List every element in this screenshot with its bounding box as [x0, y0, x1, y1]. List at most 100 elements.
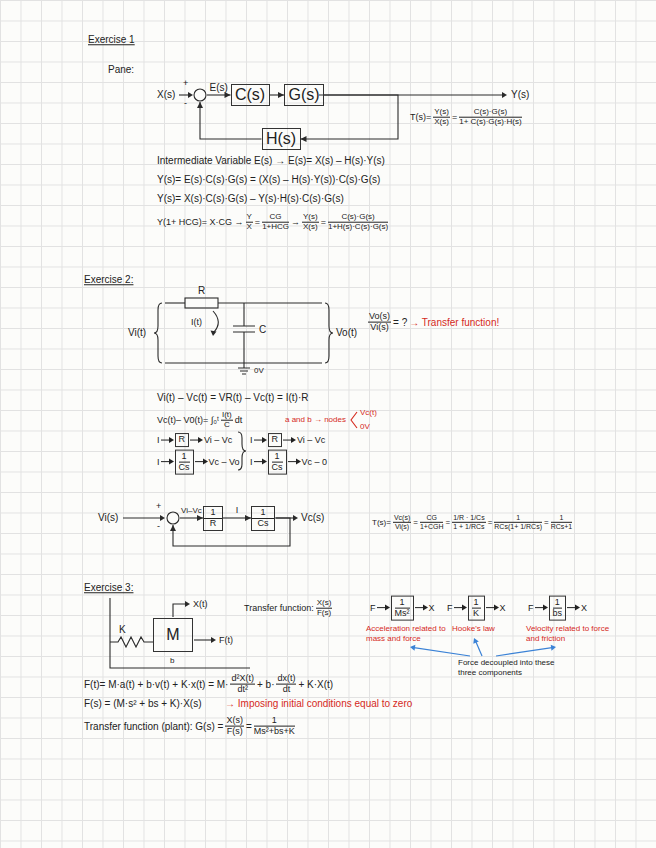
arrow-head	[211, 331, 217, 337]
note-text: 1	[551, 514, 573, 523]
note-text: + b·	[257, 678, 275, 690]
block-box: 1Cs	[268, 450, 287, 475]
arrow-symbol	[190, 436, 203, 444]
arrow-head	[494, 605, 499, 611]
text-row: Exercise 3:	[84, 582, 133, 594]
box-text: bs	[553, 609, 563, 619]
arrow-head	[169, 459, 174, 465]
fraction: Y(s)X(s)	[302, 213, 319, 232]
resistor-symbol	[185, 298, 218, 308]
ground-symbol	[238, 363, 250, 374]
text-row: I1CsVc – 0	[250, 450, 327, 475]
text-row: Pane:	[108, 64, 134, 76]
text-row: Transfer function (plant): G(s) =X(s)F(s…	[84, 716, 295, 737]
box-text: R	[204, 519, 222, 529]
note-text: Transfer function (plant): G(s) =	[84, 720, 223, 732]
edge-label: Vi–Vc	[181, 507, 202, 516]
box-text: C(s)	[235, 86, 265, 104]
note-text: Vc(t)– V0(t)= ∫₀ᵗ	[157, 415, 219, 425]
note-text: CG	[262, 213, 289, 223]
text-row: X(t)	[193, 599, 208, 609]
note-text: Intermediate Variable E(s) → E(s)= X(s) …	[157, 155, 385, 167]
current-arrow	[213, 311, 218, 332]
block-box: R	[175, 433, 190, 447]
box-text: R	[272, 435, 279, 445]
note-text: Velocity related to force and friction	[526, 624, 609, 643]
arrow-head	[301, 136, 307, 142]
block-box: 1Cs	[251, 506, 275, 531]
box-content: R	[179, 435, 186, 445]
summing-junction: +-	[166, 511, 180, 525]
junction-outline	[194, 89, 206, 101]
junction-circle	[166, 511, 180, 525]
box-content: 1Ms²	[395, 598, 410, 619]
note-text: C	[221, 421, 233, 430]
text-row: I(t)	[191, 317, 202, 327]
arrow-head	[296, 459, 301, 465]
arrow-head	[410, 645, 415, 651]
note-text: Acceleration related to mass and force	[366, 624, 446, 643]
sign-text: +	[183, 79, 188, 88]
arrow-line	[535, 608, 544, 609]
connector-line	[173, 518, 290, 546]
note-text: Vc – 0	[302, 457, 328, 467]
fraction: Y(s)X(s)	[433, 108, 450, 127]
note-text: Vi(s)	[368, 323, 391, 333]
box-text: Ms²	[395, 609, 410, 619]
pointer-line	[476, 642, 482, 656]
text-row: F1Ms²X	[370, 596, 435, 621]
arrow-symbol	[283, 436, 296, 444]
text-row: Acceleration related to mass and force	[366, 624, 446, 643]
text-row: Y(s)	[511, 89, 529, 101]
text-row: Hooke's law	[452, 624, 495, 633]
text-row: Velocity related to force and friction	[526, 624, 610, 643]
note-text: Vi(s)	[393, 523, 411, 531]
note-text: 1+ C(s)·G(s)·H(s)	[459, 118, 521, 127]
note-text: F(s)	[316, 609, 333, 618]
text-row: Vc(s)	[301, 512, 324, 524]
fraction: d²X(t)dt²	[230, 674, 255, 695]
brace	[154, 303, 162, 363]
block-box: 1bs	[549, 596, 567, 621]
text-row: Exercise 1	[88, 34, 135, 46]
note-text: 1+CGH	[420, 523, 444, 531]
note-text: Y(s)	[511, 89, 529, 101]
text-row: Vo(s)Vi(s)= ?→ Transfer function!	[368, 312, 499, 333]
text-row: Vi(t)	[128, 327, 146, 339]
note-text: X(s)	[302, 223, 319, 232]
text-row: R	[198, 285, 205, 297]
note-text: Y(s)= X(s)·C(s)·G(s) – Y(s)·H(s)·C(s)·G(…	[157, 193, 344, 205]
pointer-line	[414, 648, 470, 656]
note-text: X	[500, 603, 506, 613]
note-text: Vo(s)	[368, 312, 391, 323]
arrow-symbol	[377, 604, 390, 612]
box-text: K	[472, 609, 481, 619]
text-row: K	[119, 624, 126, 636]
text-row: a and b → nodes	[285, 415, 346, 424]
note-text: =	[413, 517, 418, 526]
text-row: F1bsX	[528, 596, 587, 621]
note-text: F	[370, 603, 376, 613]
note-text: Vc(t)	[360, 408, 377, 417]
note-text: → Transfer function!	[409, 316, 499, 328]
note-text: C(s)·G(s)	[328, 213, 388, 223]
text-row: T(s)=Vc(s)Vi(s)=CG1+CGH=1/R · 1/Cs1 + 1/…	[372, 514, 572, 530]
text-row: IRVi – Vc	[157, 433, 232, 447]
note-text: Exercise 2:	[84, 274, 133, 286]
box-content: 1Cs	[252, 507, 274, 530]
capacitor-symbol	[233, 303, 255, 363]
text-row: C	[259, 324, 266, 336]
arrow-head	[293, 515, 298, 521]
note-text: Y(s)	[302, 213, 319, 223]
fraction: CG1+HCG	[262, 213, 289, 232]
brace	[325, 303, 333, 363]
note-text: =	[321, 217, 326, 227]
text-row: Transfer function:X(s)F(s)	[244, 599, 332, 618]
pointer-line	[496, 648, 552, 656]
box-content: 1bs	[553, 598, 563, 619]
note-text: X(s)	[433, 118, 450, 127]
note-text: Vc – Vo	[209, 457, 240, 467]
block-box: R	[268, 433, 283, 447]
note-text: I(t)	[221, 411, 233, 421]
box-text: 1	[179, 452, 190, 463]
